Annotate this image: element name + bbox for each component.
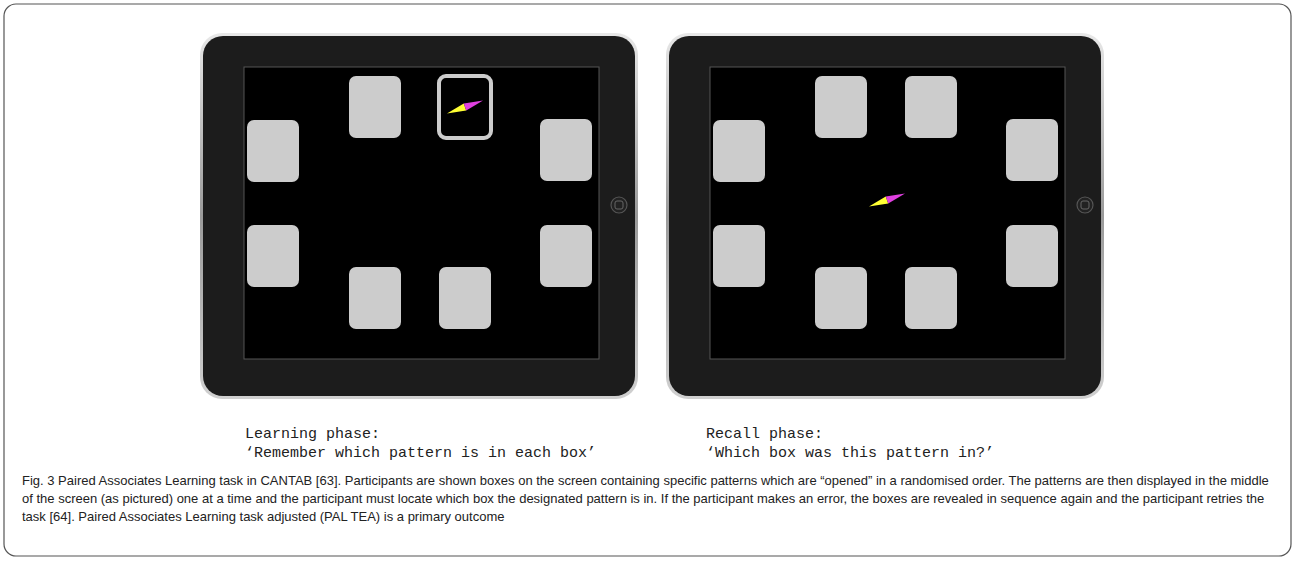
tablet-device — [666, 33, 1104, 399]
tablet-bezel — [669, 36, 1101, 396]
pattern-box — [439, 76, 491, 138]
figure-frame — [4, 4, 1291, 556]
pattern-box — [713, 120, 765, 182]
pattern-box — [540, 225, 592, 287]
pattern-yellow — [446, 104, 467, 117]
home-button-icon — [1081, 201, 1089, 209]
pattern-yellow — [868, 197, 889, 210]
phase-label: ‘Remember which pattern is in each box’ — [245, 445, 596, 463]
tablet-screen — [244, 67, 599, 359]
tablet-bezel — [203, 36, 635, 396]
phase-label: Recall phase: — [706, 426, 823, 444]
figure-caption: Fig. 3 Paired Associates Learning task i… — [22, 472, 1276, 526]
pattern-box — [905, 267, 957, 329]
pattern-box — [540, 119, 592, 181]
phase-label: ‘Which box was this pattern in?’ — [706, 445, 994, 463]
tablet-rim — [666, 33, 1104, 399]
home-button-icon — [615, 201, 623, 209]
pattern-box — [247, 225, 299, 287]
tablet-rim — [200, 33, 638, 399]
stimulus-pattern — [868, 190, 907, 210]
pattern-box — [1006, 119, 1058, 181]
pattern-magenta — [464, 97, 485, 110]
pattern-box — [349, 267, 401, 329]
home-button — [611, 197, 627, 213]
stimulus-pattern — [446, 97, 485, 117]
pattern-box — [815, 76, 867, 138]
pattern-magenta — [886, 190, 907, 203]
pattern-box — [713, 225, 765, 287]
pattern-box — [247, 120, 299, 182]
pattern-box — [815, 267, 867, 329]
home-button — [1077, 197, 1093, 213]
pattern-box — [1006, 225, 1058, 287]
tablet-device — [200, 33, 638, 399]
tablet-screen — [710, 67, 1065, 359]
pattern-box — [439, 267, 491, 329]
pattern-box — [905, 76, 957, 138]
phase-label: Learning phase: — [245, 426, 380, 444]
pattern-box — [349, 76, 401, 138]
